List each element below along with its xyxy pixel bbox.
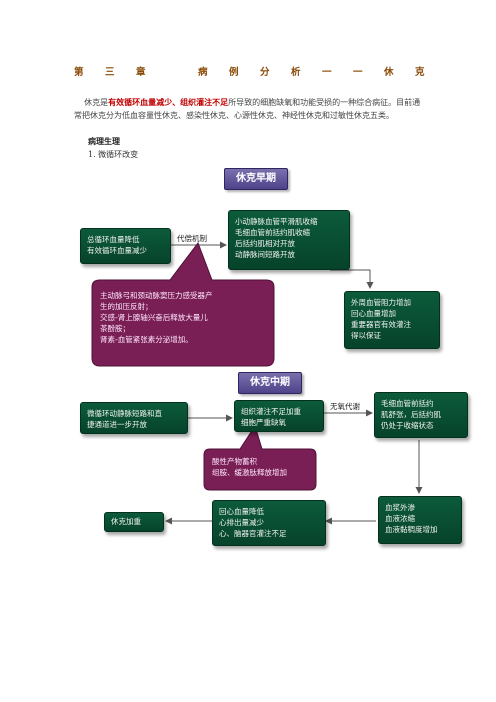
box-line: 动静脉间短路开放 [235, 250, 295, 259]
title-char: 析 [291, 67, 301, 78]
box-resist: 外周血管阻力增加 回心血量增加 重要器官有效灌注 得以保证 [344, 291, 440, 349]
title-char: 章 [136, 67, 146, 78]
box-line: 得以保证 [351, 331, 381, 340]
box-line: 血浆外渗 [385, 503, 415, 512]
callout-line: 组胺、缓激肽释放增加 [212, 468, 287, 477]
label-anaerobic: 无氧代谢 [330, 402, 360, 411]
callout-line: 主动脉弓和颈动脉窦压力感受器产 [100, 291, 213, 300]
box-line: 小动静脉血管平滑肌收缩 [235, 217, 318, 226]
box-plasma: 血浆外渗 血液浓缩 血液黏稠度增加 [378, 496, 462, 544]
box-line: 有效循环血量减少 [87, 246, 147, 255]
title-char: 分 [260, 67, 270, 78]
mid-callout-text: 酸性产物蓄积 组胺、缓激肽释放增加 [212, 456, 312, 478]
callout-line: 肾素-血管紧张素分泌增加。 [100, 335, 193, 344]
subsection-heading: 1. 微循环改变 [88, 150, 139, 159]
box-line: 重要器官有效灌注 [351, 320, 411, 329]
box-line: 微循环动静脉短路和直 [87, 409, 162, 418]
box-line: 回心血量增加 [351, 309, 396, 318]
box-blood-volume: 总循环血量降低 有效循环血量减少 [80, 228, 171, 264]
box-arterial-open: 微循环动静脉短路和直 捷通道进一步开放 [80, 402, 188, 434]
early-callout-text: 主动脉弓和颈动脉窦压力感受器产 生的加压反射； 交感-肾上腺轴兴奋后释放大量儿 … [100, 290, 268, 345]
mid-mechanism-callout [203, 424, 317, 491]
stage-early-header: 休克早期 [224, 168, 288, 190]
intro-pre: 休克是 [84, 98, 109, 107]
box-line: 毛细血管前括约 [381, 399, 434, 408]
box-line: 组织灌注不足加重 [241, 407, 301, 416]
box-line: 血液黏稠度增加 [385, 525, 438, 534]
box-line: 仍处于收缩状态 [381, 421, 434, 430]
stage-mid-header: 休克中期 [238, 372, 302, 394]
box-line: 毛细血管前括约肌收缩 [235, 228, 310, 237]
intro-post: 所导致的细胞缺氧和功能受损的一种综合病征。目前通常把休克分为低血容量性休克、感染… [74, 98, 421, 120]
callout-line: 茶酚胺； [100, 324, 130, 333]
early-mechanism-callout [91, 241, 275, 367]
box-line: 心排出量减少 [219, 518, 264, 527]
box-tissue: 组织灌注不足加重 细胞严重缺氧 [234, 400, 324, 432]
box-line: 休克加重 [111, 517, 141, 526]
box-line: 外周血管阻力增加 [351, 298, 411, 307]
box-return: 回心血量降低 心排出量减少 心、脑器官灌注不足 [212, 500, 326, 546]
box-line: 总循环血量降低 [87, 235, 140, 244]
callout-line: 酸性产物蓄积 [212, 457, 257, 466]
box-line: 血液浓缩 [385, 514, 415, 523]
title-char: 一 [322, 67, 332, 78]
callout-line: 交感-肾上腺轴兴奋后释放大量儿 [100, 313, 208, 322]
box-line: 捷通道进一步开放 [87, 420, 147, 429]
box-line: 细胞严重缺氧 [241, 418, 286, 427]
box-line: 心、脑器官灌注不足 [219, 529, 287, 538]
box-line: 后括约肌相对开放 [235, 239, 295, 248]
intro-highlight: 有效循环血量减少、组织灌注不足 [108, 97, 229, 107]
box-line: 回心血量降低 [219, 507, 264, 516]
box-line: 肌舒张，后括约肌 [381, 410, 441, 419]
title-char: 休 [384, 67, 394, 78]
box-shock-worse: 休克加重 [104, 512, 164, 532]
title-char: 第 [74, 67, 84, 78]
title-char: 三 [105, 67, 115, 78]
box-constrict: 小动静脉血管平滑肌收缩 毛细血管前括约肌收缩 后括约肌相对开放 动静脉间短路开放 [228, 210, 350, 270]
title-char: 一 [353, 67, 363, 78]
intro-paragraph: 休克是有效循环血量减少、组织灌注不足所导致的细胞缺氧和功能受损的一种综合病征。目… [74, 96, 424, 122]
title-char: 克 [415, 67, 425, 78]
callout-line: 生的加压反射； [100, 302, 153, 311]
arrow-to-resist [330, 269, 374, 289]
title-char: 例 [229, 67, 239, 78]
label-compensate: 代偿机制 [177, 234, 207, 243]
box-sphincter: 毛细血管前括约 肌舒张，后括约肌 仍处于收缩状态 [374, 392, 468, 438]
section-heading: 病理生理 [88, 136, 120, 146]
title-char: 病 [198, 67, 208, 78]
chapter-title: 第 三 章 病 例 分 析 一 一 休 克 [74, 64, 425, 80]
